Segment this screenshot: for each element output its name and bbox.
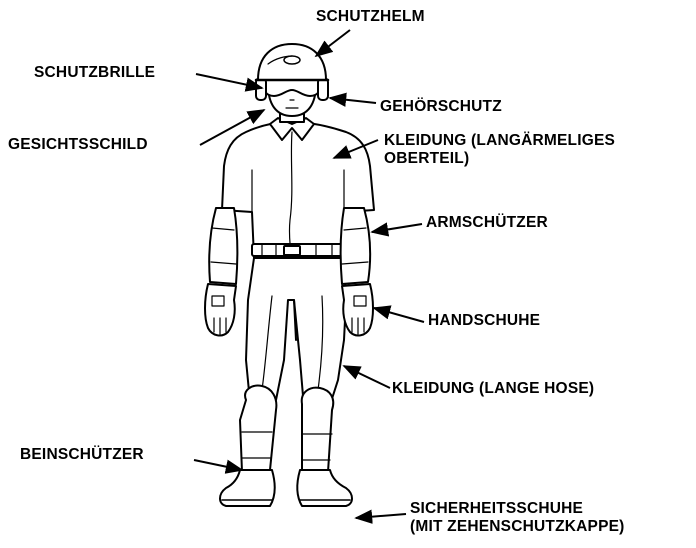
arrow-leg-guards: [194, 460, 242, 470]
label-long-trousers: KLEIDUNG (LANGE HOSE): [392, 380, 594, 398]
belt-buckle: [284, 246, 300, 255]
arrow-safety-shoes: [356, 514, 406, 518]
arrow-goggles: [196, 74, 262, 88]
label-long-sleeve-top-line2: OBERTEIL): [384, 150, 615, 168]
ear-protector-right: [318, 78, 328, 100]
label-safety-shoes-line2: (MIT ZEHENSCHUTZKAPPE): [410, 518, 625, 536]
label-goggles: SCHUTZBRILLE: [34, 64, 155, 82]
arrow-helmet: [316, 30, 350, 56]
label-safety-shoes: SICHERHEITSSCHUHE (MIT ZEHENSCHUTZKAPPE): [410, 500, 625, 536]
arm-guard-left: [209, 208, 237, 284]
ear-protector-left: [256, 78, 266, 100]
label-face-shield: GESICHTSSCHILD: [8, 136, 148, 154]
label-helmet: SCHUTZHELM: [316, 8, 425, 26]
label-safety-shoes-line1: SICHERHEITSSCHUHE: [410, 500, 625, 518]
label-arm-guards: ARMSCHÜTZER: [426, 214, 548, 232]
label-long-sleeve-top: KLEIDUNG (LANGÄRMELIGES OBERTEIL): [384, 132, 615, 168]
arm-guard-right: [341, 208, 370, 284]
arrow-long-trousers: [344, 366, 390, 388]
label-gloves: HANDSCHUHE: [428, 312, 540, 330]
arrow-gloves: [374, 308, 424, 322]
arrow-ear-protection: [330, 98, 376, 103]
label-ear-protection: GEHÖRSCHUTZ: [380, 98, 502, 116]
label-leg-guards: BEINSCHÜTZER: [20, 446, 144, 464]
leg-guard-right: [302, 388, 334, 472]
arrow-arm-guards: [372, 224, 422, 232]
label-long-sleeve-top-line1: KLEIDUNG (LANGÄRMELIGES: [384, 132, 615, 150]
leg-guard-left: [240, 386, 276, 472]
worker-figure: [205, 44, 374, 506]
